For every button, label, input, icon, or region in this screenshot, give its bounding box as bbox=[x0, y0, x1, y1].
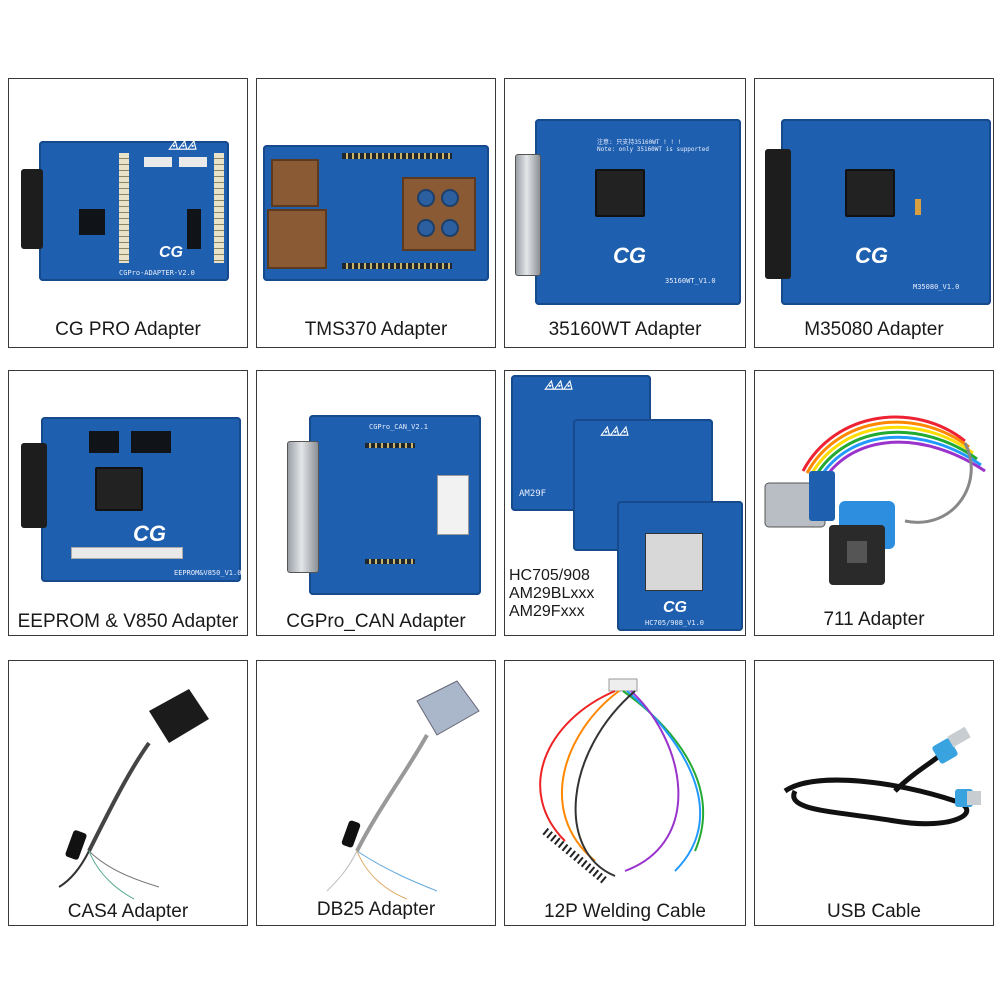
cas4-cable-image bbox=[58, 689, 209, 900]
product-card-cas4[interactable]: CAS4 Adapter bbox=[8, 660, 248, 926]
cg-pro-caption: CG PRO Adapter bbox=[55, 319, 201, 340]
hc705-caption: HC705/908 AM29BLxxx AM29Fxxx bbox=[509, 567, 597, 621]
product-card-35160wt[interactable]: 注意: 只支持35160WT ! ! ! Note: only 35160WT … bbox=[504, 78, 746, 348]
m35080-silk: M35080_V1.0 bbox=[913, 283, 960, 291]
eeprom-caption: EEPROM & V850 Adapter bbox=[17, 611, 239, 632]
db25-caption: DB25 Adapter bbox=[316, 899, 436, 920]
eeprom-silk: EEPROM&V850_V1.0 bbox=[174, 569, 242, 577]
eeprom-logo: CG bbox=[133, 521, 166, 546]
12p-cable-image bbox=[539, 678, 705, 885]
35160wt-note: 注意: 只支持35160WT ! ! ! Note: only 35160WT … bbox=[597, 139, 709, 153]
product-card-db25[interactable]: DB25 Adapter bbox=[256, 660, 496, 926]
cgpro-can-caption: CGPro_CAN Adapter bbox=[286, 611, 466, 632]
711-caption: 711 Adapter bbox=[823, 609, 925, 630]
product-card-tms370[interactable]: TMS370 Adapter bbox=[256, 78, 496, 348]
m35080-caption: M35080 Adapter bbox=[804, 319, 944, 340]
product-card-eeprom[interactable]: CG EEPROM&V850_V1.0 EEPROM & V850 Adapte… bbox=[8, 370, 248, 636]
hc705-caption-line3: AM29Fxxx bbox=[509, 603, 585, 620]
cgpro-can-silk: CGPro_CAN_V2.1 bbox=[369, 423, 429, 431]
usb-cable-image bbox=[783, 726, 981, 827]
usb-caption: USB Cable bbox=[827, 901, 921, 922]
tms370-caption: TMS370 Adapter bbox=[304, 319, 448, 340]
cas4-caption: CAS4 Adapter bbox=[67, 901, 189, 922]
hc705-logo: CG bbox=[663, 599, 687, 616]
product-card-cg-pro[interactable]: ◬◬◬ CG CGPro-ADAPTER-V2.0 CG PRO Adapter bbox=[8, 78, 248, 348]
hc705-caption-line1: HC705/908 bbox=[509, 567, 590, 584]
product-card-m35080[interactable]: CG M35080_V1.0 M35080 Adapter bbox=[754, 78, 994, 348]
cg-pro-silk: CGPro-ADAPTER-V2.0 bbox=[119, 269, 195, 277]
product-card-hc705[interactable]: ◬◬◬ ◬◬◬ AM29F CG HC705/908_V1.0 HC705/90… bbox=[504, 370, 746, 636]
cg-pro-logo: CG bbox=[159, 244, 183, 261]
hc705-board2-silk: AM29F bbox=[519, 489, 547, 499]
db25-cable-image bbox=[326, 680, 480, 900]
12p-caption: 12P Welding Cable bbox=[544, 901, 706, 922]
hc705-caption-line2: AM29BLxxx bbox=[509, 585, 595, 602]
product-card-usb[interactable]: USB Cable bbox=[754, 660, 994, 926]
35160wt-caption: 35160WT Adapter bbox=[548, 319, 702, 340]
35160wt-silk: 35160WT_V1.0 bbox=[665, 277, 716, 285]
product-card-12p[interactable]: 12P Welding Cable bbox=[504, 660, 746, 926]
m35080-logo: CG bbox=[855, 243, 888, 268]
product-card-cgpro-can[interactable]: CGPro_CAN_V2.1 CGPro_CAN Adapter bbox=[256, 370, 496, 636]
711-adapter-image bbox=[764, 415, 986, 585]
product-card-711[interactable]: 711 Adapter bbox=[754, 370, 994, 636]
35160wt-logo: CG bbox=[613, 243, 646, 268]
hc705-silk: HC705/908_V1.0 bbox=[645, 619, 705, 627]
